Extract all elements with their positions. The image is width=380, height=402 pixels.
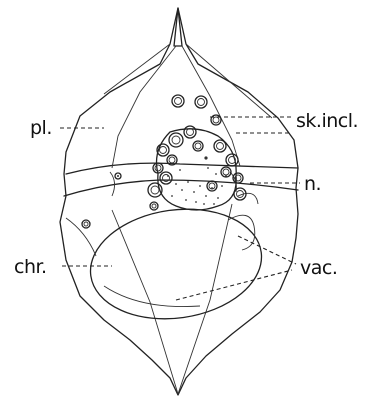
label-n: n. [304,173,321,195]
cell-outline [60,8,298,395]
vacuole [83,193,268,329]
label-pl: pl. [30,117,52,139]
label-sk-incl: sk.incl. [296,110,358,132]
label-chr: chr. [14,256,47,278]
label-vac: vac. [300,257,337,279]
girdle [64,163,298,196]
nucleus-granules [167,167,227,205]
plate-sutures [66,44,272,394]
leader-lines [60,117,300,300]
skeletal-inclusions [82,95,246,228]
